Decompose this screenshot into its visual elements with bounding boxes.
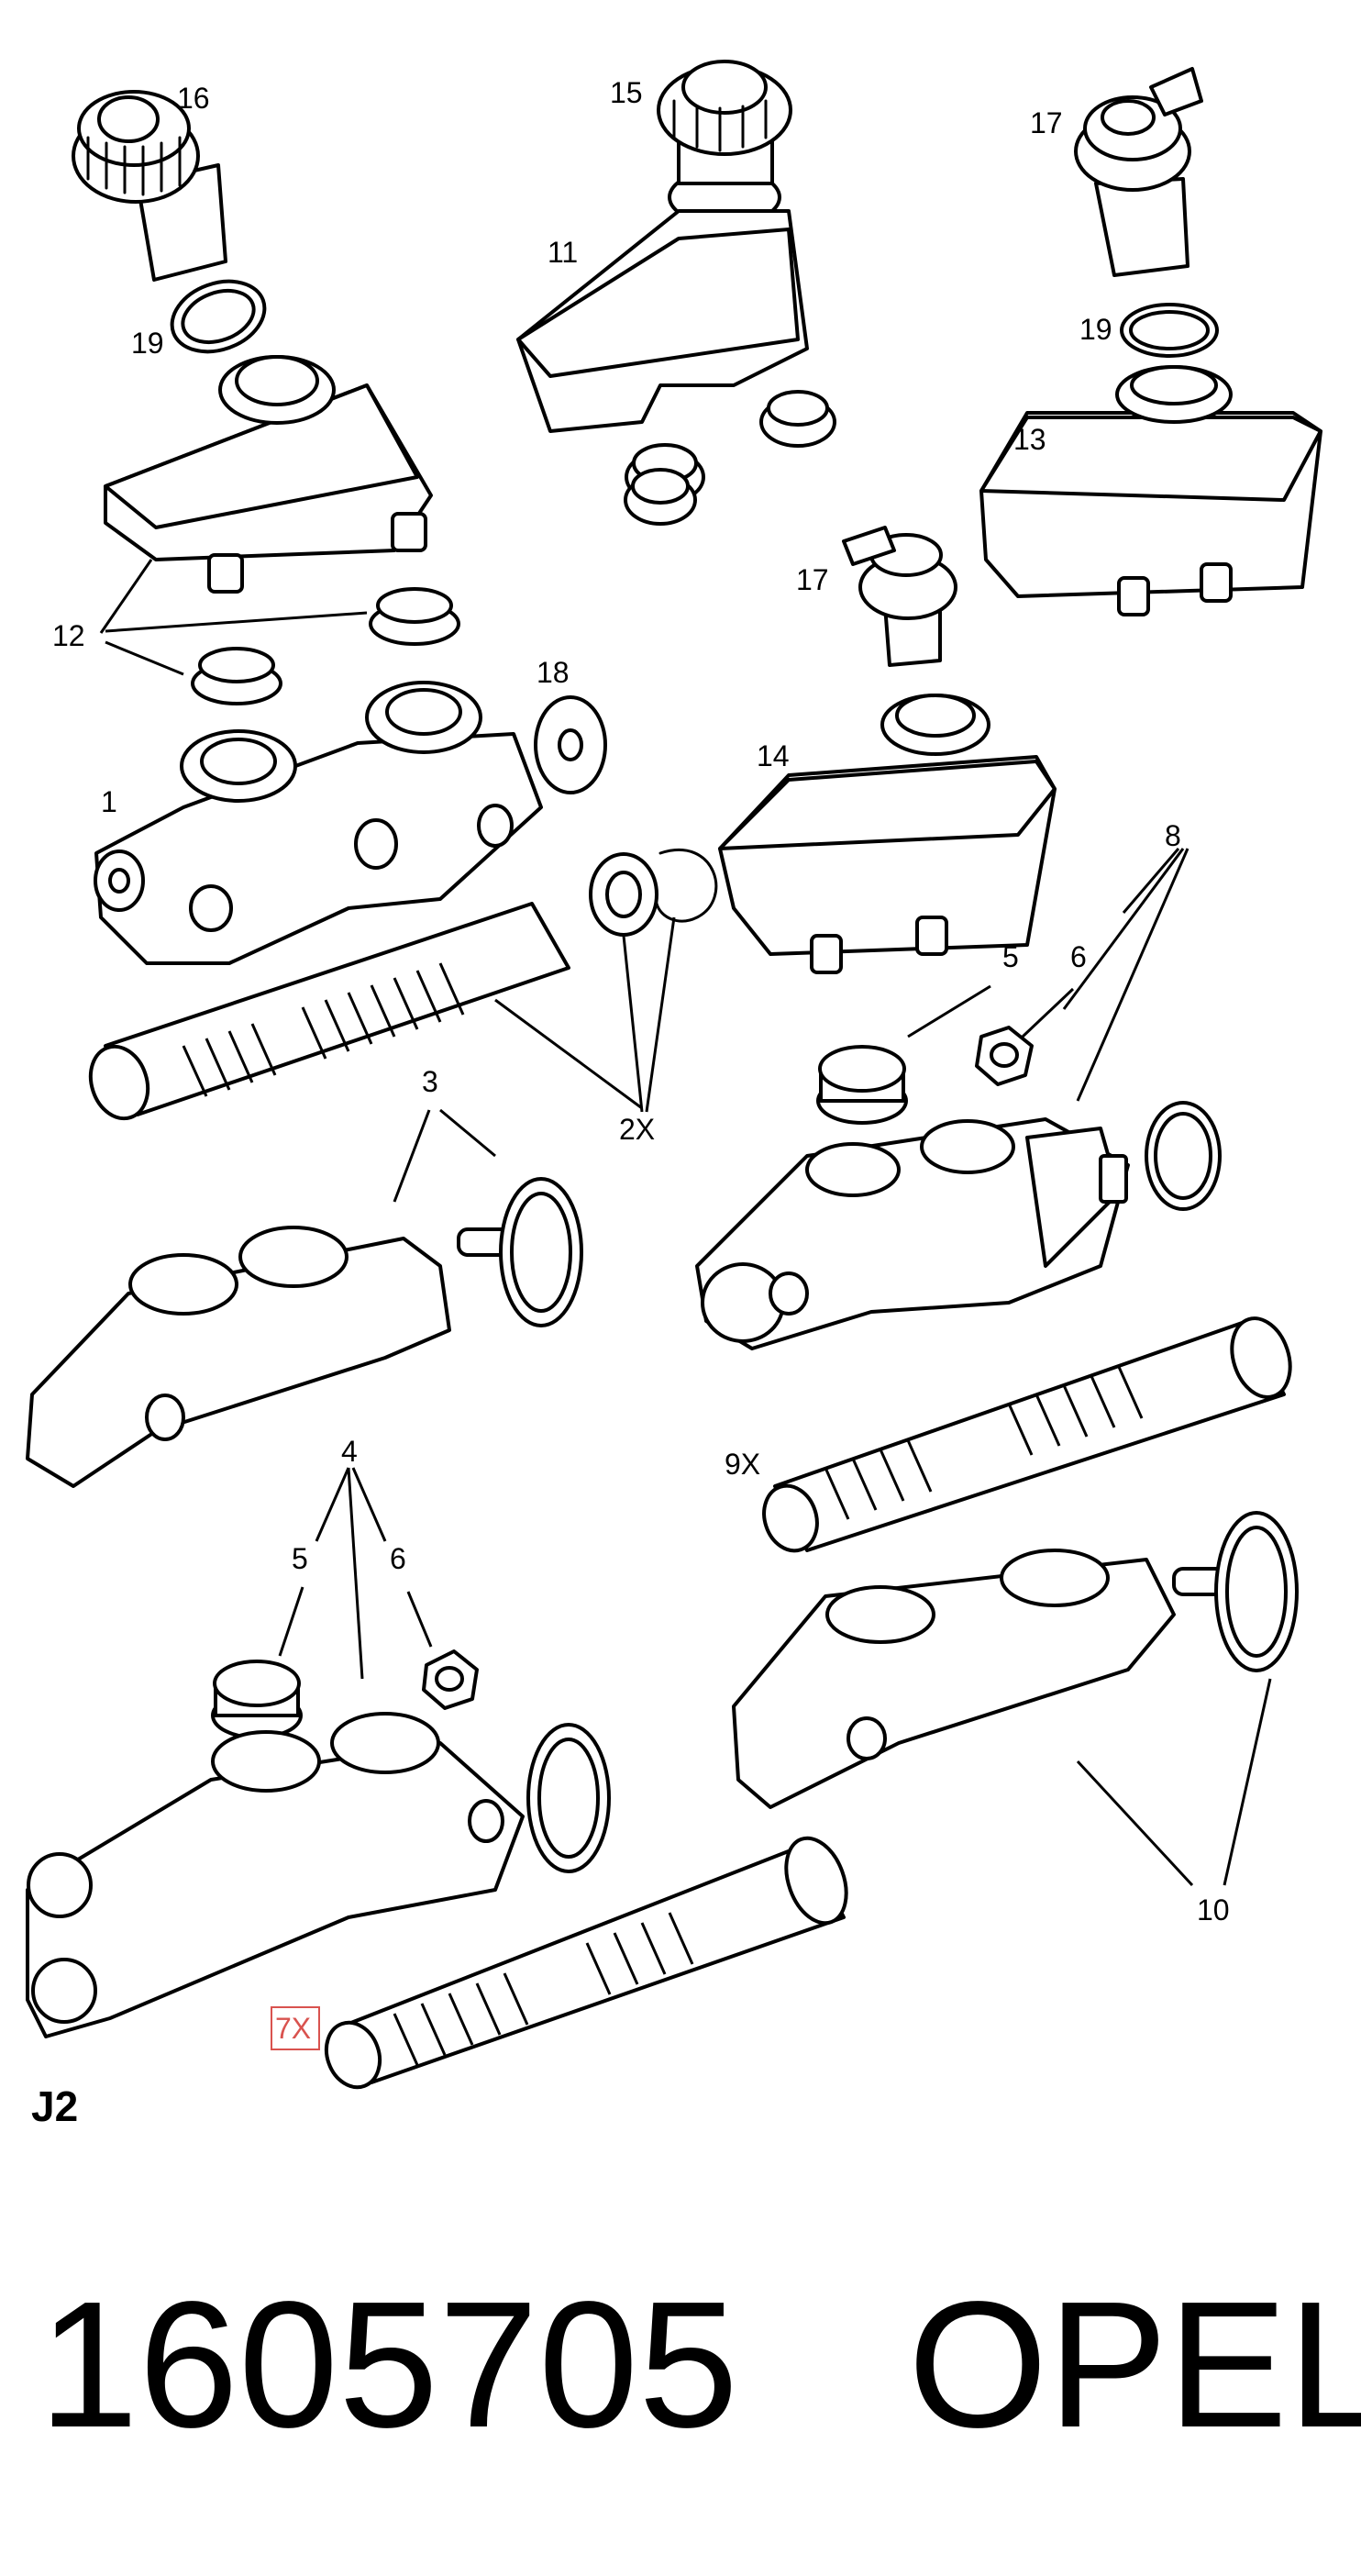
callout-5a: 5 xyxy=(1002,940,1019,973)
master-cylinder-1 xyxy=(94,681,543,965)
grommet-12b xyxy=(191,647,282,705)
piston-kit-2x xyxy=(88,902,570,1121)
callout-5b: 5 xyxy=(292,1542,308,1575)
callout-9x: 9X xyxy=(725,1448,760,1481)
callout-7x-highlight xyxy=(271,2006,320,2050)
callout-19a: 19 xyxy=(131,327,164,360)
callout-6b: 6 xyxy=(390,1542,406,1575)
cup-seal-2x xyxy=(589,852,658,937)
callout-17b: 17 xyxy=(796,563,829,596)
leader-lines xyxy=(99,559,1272,1887)
reservoir-12 xyxy=(104,355,433,594)
piston-kit-9x xyxy=(762,1316,1292,1553)
callout-1: 1 xyxy=(101,785,117,818)
master-cylinder-4 xyxy=(26,1712,525,2038)
callout-10: 10 xyxy=(1197,1893,1230,1926)
nut-6b xyxy=(422,1649,479,1710)
callout-2x: 2X xyxy=(619,1113,655,1146)
filler-cap-16 xyxy=(72,90,227,282)
callout-13: 13 xyxy=(1013,423,1046,456)
grommet-12a xyxy=(369,587,460,646)
seal-ring-10 xyxy=(1214,1511,1299,1672)
callout-12: 12 xyxy=(52,619,85,652)
callout-17a: 17 xyxy=(1030,106,1063,139)
filler-cap-17a xyxy=(1074,67,1203,277)
callout-18: 18 xyxy=(537,656,570,689)
nut-6a xyxy=(975,1026,1034,1086)
filler-cap-17b xyxy=(842,526,957,667)
filler-cap-15 xyxy=(657,60,792,227)
callout-19b: 19 xyxy=(1079,313,1112,346)
plug-5a xyxy=(816,1045,908,1125)
seal-ring-4 xyxy=(526,1723,611,1873)
callout-labels: 16 15 17 11 19 19 13 17 12 18 14 1 8 5 6… xyxy=(52,76,1230,2050)
part-number: 1605705 xyxy=(39,2264,738,2465)
callout-14: 14 xyxy=(757,739,790,772)
master-cylinder-8 xyxy=(695,1117,1130,1350)
reservoir-14 xyxy=(718,694,1057,974)
reservoir-11 xyxy=(516,209,836,526)
callout-11: 11 xyxy=(548,236,578,269)
seal-ring-19a xyxy=(170,279,267,354)
seal-ring-18 xyxy=(534,695,607,794)
seal-ring-8 xyxy=(1145,1101,1222,1211)
callout-6a: 6 xyxy=(1070,940,1087,973)
callout-8: 8 xyxy=(1165,819,1181,852)
brand-name: OPEL xyxy=(908,2264,1361,2465)
callout-7x: 7X xyxy=(275,2012,311,2045)
seal-ring-3 xyxy=(499,1177,583,1327)
section-label: J2 xyxy=(31,2082,78,2130)
reservoir-13 xyxy=(979,365,1322,616)
master-cylinder-3 xyxy=(26,1226,561,1488)
circlip-2x xyxy=(655,849,718,923)
callout-3: 3 xyxy=(422,1065,438,1098)
plug-5b xyxy=(211,1660,303,1739)
seal-ring-19b xyxy=(1120,303,1219,358)
master-cylinder-10 xyxy=(732,1549,1277,1809)
callout-16: 16 xyxy=(177,82,210,115)
piston-kit-7x xyxy=(324,1836,848,2090)
callout-15: 15 xyxy=(610,76,643,109)
callout-4: 4 xyxy=(341,1435,358,1468)
